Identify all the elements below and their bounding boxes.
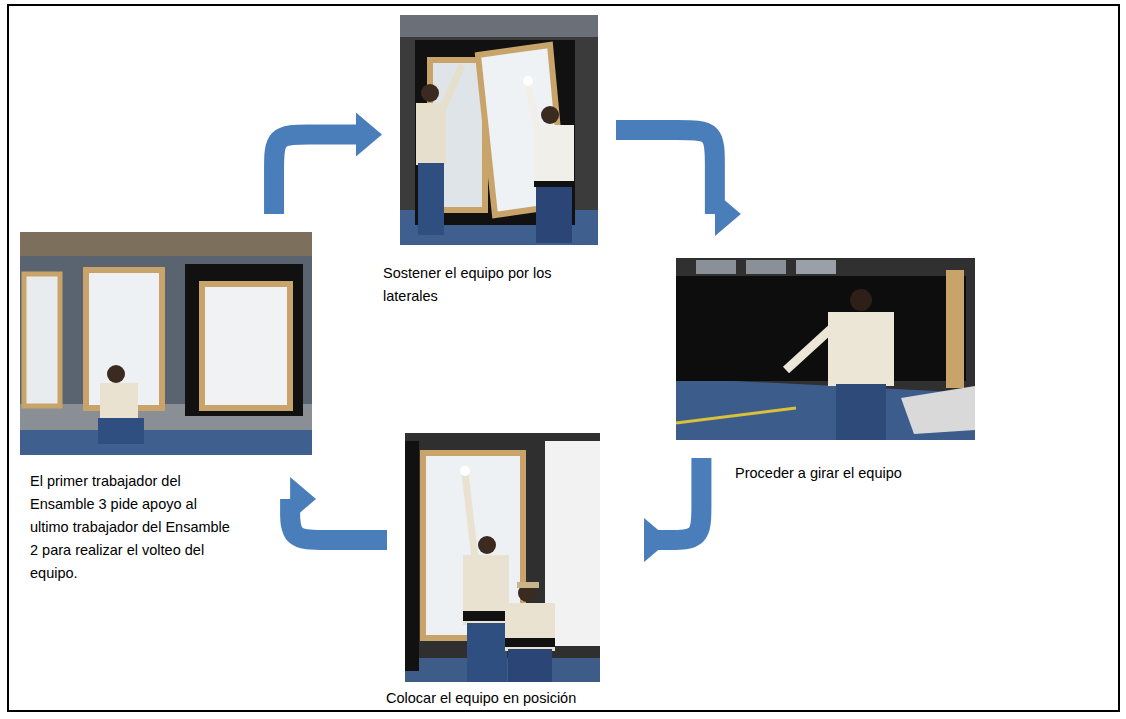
photo-holding bbox=[400, 15, 598, 245]
step-node: Colocar el equipo en posición bbox=[386, 433, 621, 714]
photo-frame bbox=[676, 258, 975, 440]
flow-arrow bbox=[274, 135, 356, 214]
step-node: El primer trabajador del Ensamble 3 pide… bbox=[20, 232, 312, 589]
photo-turning bbox=[676, 258, 975, 440]
step-caption: Proceder a girar el equipo bbox=[735, 462, 970, 485]
flow-arrow bbox=[290, 499, 387, 540]
photo-positioning bbox=[405, 433, 600, 682]
step-node: Proceder a girar el equipo bbox=[676, 258, 975, 489]
outer-frame bbox=[8, 5, 1119, 711]
step-caption: Sostener el equipo por los laterales bbox=[383, 262, 598, 308]
flow-arrow bbox=[616, 130, 715, 214]
photo-request bbox=[20, 232, 312, 455]
step-caption: Colocar el equipo en posición bbox=[386, 687, 621, 710]
photo-frame bbox=[400, 15, 598, 245]
photo-frame bbox=[405, 433, 600, 682]
photo-frame bbox=[20, 232, 312, 455]
step-node: Sostener el equipo por los laterales bbox=[383, 15, 598, 312]
step-caption: El primer trabajador del Ensamble 3 pide… bbox=[30, 470, 230, 585]
flow-arrow bbox=[644, 458, 701, 540]
